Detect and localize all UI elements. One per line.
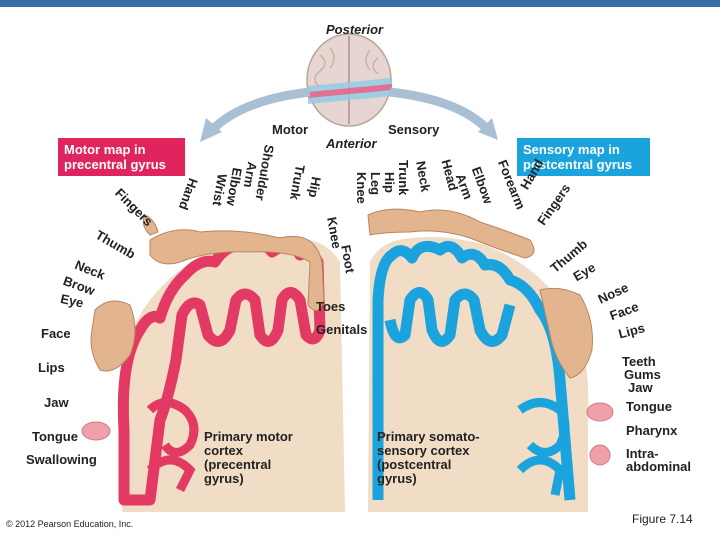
motor-cortex-caption-line3: (precentral [204,457,272,472]
sensory-label-intra: Intra- [626,446,659,461]
motor-label-face: Face [41,326,71,341]
sensory-arrow [389,87,492,134]
motor-label-jaw: Jaw [44,395,69,410]
sensory-label-tongue: Tongue [626,399,672,414]
motor-cortex-caption-line4: gyrus) [204,471,244,486]
motor-label-swallowing: Swallowing [26,452,97,467]
sensory-cortex-caption-line1: Primary somato- [377,429,480,444]
motor-cortex-caption-line1: Primary motor [204,429,293,444]
motor-label-hip: Hip [305,175,324,199]
sensory-arrowhead [478,118,498,140]
motor-label-tongue: Tongue [32,429,78,444]
sensory-label-knee: Knee [354,172,369,204]
sensory-cortex-section [368,236,589,512]
motor-cortex-section [117,236,345,512]
motor-label-lips: Lips [38,360,65,375]
brain-top-view [306,33,392,127]
sensory-label-abdominal: abdominal [626,459,692,474]
sensory-label-teeth: Teeth [622,354,656,369]
sensory-homunculus [367,208,614,466]
sensory-cortex-caption: Primary somato- sensory cortex (postcent… [377,430,480,486]
sensory-label-jaw: Jaw [628,380,653,395]
anterior-label: Anterior [326,136,377,151]
sensory-label-hip: Hip [382,172,397,193]
sensory-cortex-caption-line2: sensory cortex [377,443,470,458]
sensory-map-title-line2: postcentral gyrus [523,157,633,172]
sensory-label-trunk: Trunk [396,160,411,196]
motor-cortex-caption-line2: cortex [204,443,244,458]
motor-cortex-caption: Primary motor cortex (precentral gyrus) [204,430,293,486]
motor-arrowhead [200,118,222,142]
copyright-text: © 2012 Pearson Education, Inc. [6,519,134,529]
figure-number: Figure 7.14 [632,512,693,526]
sensory-map-title: Sensory map in postcentral gyrus [517,138,650,176]
motor-arrow-label: Motor [272,122,309,137]
sensory-label-gums: Gums [624,367,661,382]
motor-homunculus [81,214,325,441]
sensory-map-title-line1: Sensory map in [523,142,620,157]
top-accent-bar [0,0,720,7]
sensory-label-pharynx: Pharynx [626,423,678,438]
posterior-label: Posterior [326,22,384,37]
sensory-label-leg: Leg [368,172,383,196]
motor-map-title: Motor map in precentral gyrus [58,138,185,176]
motor-arrow [206,87,311,136]
sensory-cortex-caption-line3: (postcentral [377,457,452,472]
sensory-cortex-caption-line4: gyrus) [377,471,417,486]
sensory-arrow-label: Sensory [388,122,440,137]
motor-map-title-line2: precentral gyrus [64,157,166,172]
motor-label-genitals: Genitals [316,322,368,337]
motor-label-toes: Toes [316,299,346,314]
motor-map-title-line1: Motor map in [64,142,146,157]
